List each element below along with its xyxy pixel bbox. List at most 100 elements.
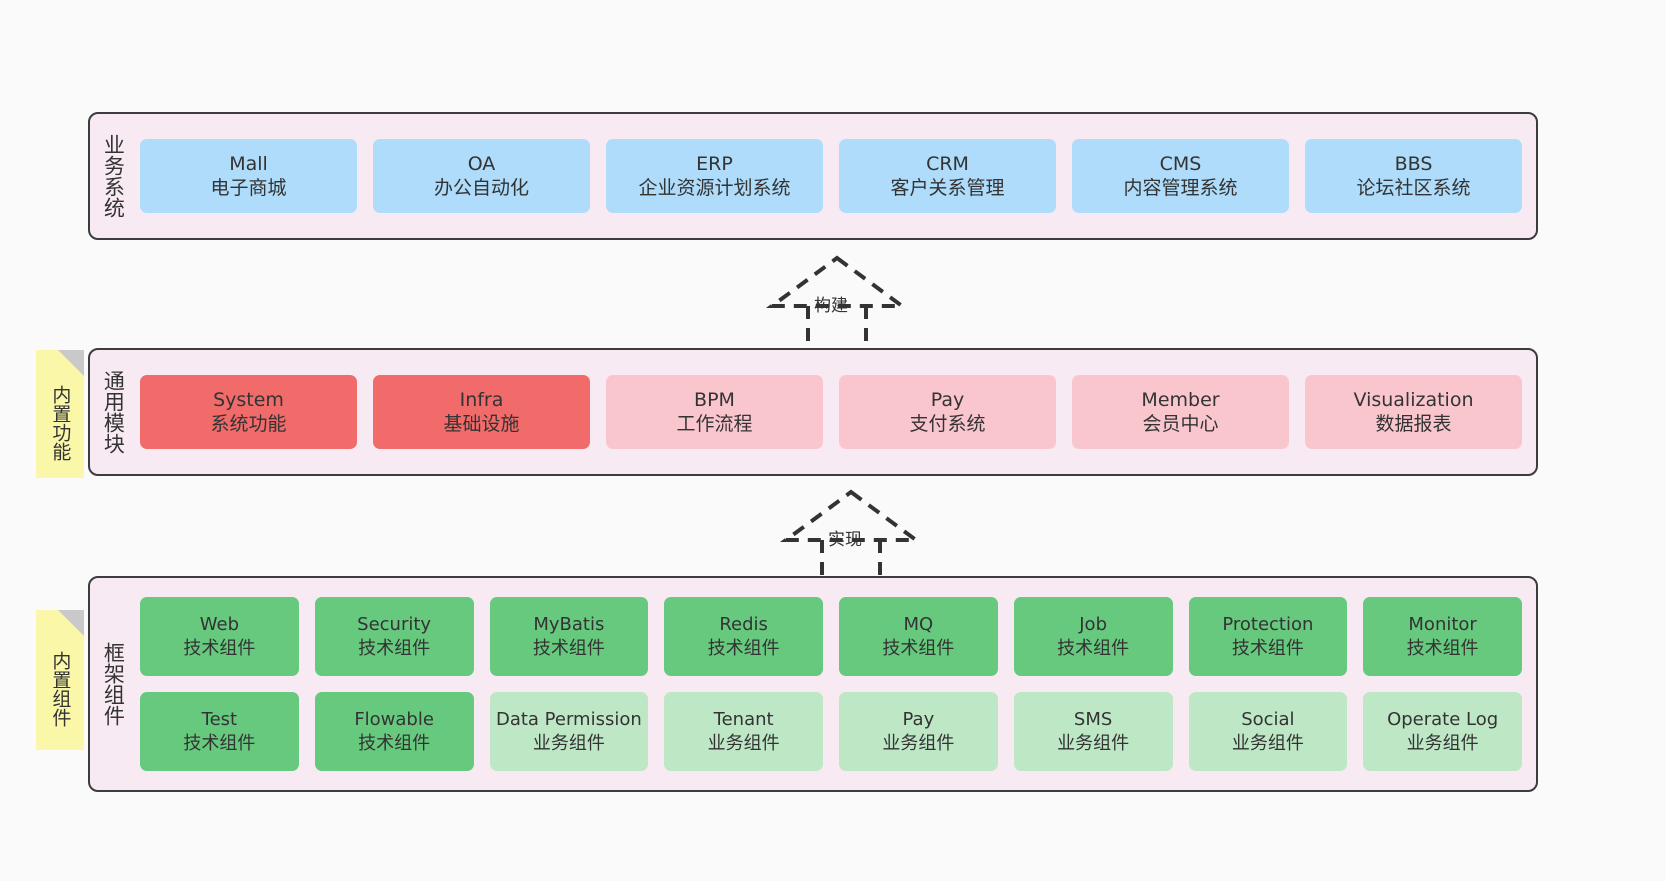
module-card-visualization[interactable]: Visualization 数据报表 <box>1305 375 1522 449</box>
framework-card-operate-log[interactable]: Operate Log 业务组件 <box>1363 692 1522 771</box>
layer-common-modules: 通用模块 System 系统功能 Infra 基础设施 BPM 工作流程 Pay… <box>88 348 1538 476</box>
connector-build-arrow <box>765 255 909 348</box>
framework-card-web[interactable]: Web 技术组件 <box>140 597 299 676</box>
framework-card-security[interactable]: Security 技术组件 <box>314 597 474 676</box>
framework-card-mq[interactable]: MQ 技术组件 <box>839 597 998 676</box>
module-card-infra[interactable]: Infra 基础设施 <box>373 375 590 449</box>
card-title: SMS <box>1073 709 1113 731</box>
card-subtitle: 技术组件 <box>707 637 780 659</box>
framework-card-sms[interactable]: SMS 业务组件 <box>1013 692 1173 771</box>
sticky-fold-icon <box>58 350 84 376</box>
business-card-oa[interactable]: OA 办公自动化 <box>373 139 590 213</box>
framework-card-job[interactable]: Job 技术组件 <box>1013 597 1173 676</box>
card-subtitle: 系统功能 <box>210 413 287 435</box>
card-title: Social <box>1241 709 1295 731</box>
card-subtitle: 会员中心 <box>1142 413 1219 435</box>
framework-card-monitor[interactable]: Monitor 技术组件 <box>1363 597 1522 676</box>
card-subtitle: 基础设施 <box>443 413 520 435</box>
module-card-system[interactable]: System 系统功能 <box>140 375 357 449</box>
card-title: Infra <box>459 388 504 411</box>
card-subtitle: 技术组件 <box>1057 637 1130 659</box>
card-title: Flowable <box>354 709 434 731</box>
card-subtitle: 业务组件 <box>1231 732 1304 754</box>
card-subtitle: 支付系统 <box>909 413 986 435</box>
framework-card-social[interactable]: Social 业务组件 <box>1188 692 1348 771</box>
framework-card-protection[interactable]: Protection 技术组件 <box>1188 597 1348 676</box>
connector-implement: 实现 <box>766 486 936 582</box>
sticky-note-builtin-components: 内置组件 <box>36 610 84 750</box>
framework-card-redis[interactable]: Redis 技术组件 <box>664 597 823 676</box>
card-title: Security <box>357 614 432 636</box>
card-title: CRM <box>926 152 969 175</box>
framework-row-business: Test 技术组件 Flowable 技术组件 Data Permission … <box>140 692 1522 771</box>
card-subtitle: 办公自动化 <box>433 177 529 199</box>
card-title: Data Permission <box>495 709 642 731</box>
layer-framework-components: 框架组件 Web 技术组件 Security 技术组件 MyBatis 技术组件… <box>88 576 1538 792</box>
card-subtitle: 技术组件 <box>532 637 605 659</box>
card-subtitle: 工作流程 <box>676 413 753 435</box>
card-subtitle: 业务组件 <box>707 732 780 754</box>
framework-card-tenant[interactable]: Tenant 业务组件 <box>664 692 823 771</box>
connector-build-label: 构建 <box>814 296 848 316</box>
layer-modules-body: System 系统功能 Infra 基础设施 BPM 工作流程 Pay 支付系统… <box>136 350 1536 474</box>
modules-row: System 系统功能 Infra 基础设施 BPM 工作流程 Pay 支付系统… <box>140 375 1522 449</box>
business-card-crm[interactable]: CRM 客户关系管理 <box>839 139 1056 213</box>
layer-business-title: 业务系统 <box>101 134 126 218</box>
card-subtitle: 技术组件 <box>882 637 955 659</box>
sticky-note-label: 内置组件 <box>49 651 72 727</box>
card-subtitle: 数据报表 <box>1375 413 1452 435</box>
layer-framework-body: Web 技术组件 Security 技术组件 MyBatis 技术组件 Redi… <box>136 578 1536 790</box>
card-title: System <box>213 388 284 411</box>
business-row: Mall 电子商城 OA 办公自动化 ERP 企业资源计划系统 CRM 客户关系… <box>140 139 1522 213</box>
module-card-member[interactable]: Member 会员中心 <box>1072 375 1289 449</box>
framework-card-data-permission[interactable]: Data Permission 业务组件 <box>489 692 649 771</box>
card-subtitle: 技术组件 <box>358 732 431 754</box>
framework-card-test[interactable]: Test 技术组件 <box>140 692 299 771</box>
sticky-note-label: 内置功能 <box>49 385 72 461</box>
business-card-cms[interactable]: CMS 内容管理系统 <box>1072 139 1289 213</box>
module-card-bpm[interactable]: BPM 工作流程 <box>606 375 823 449</box>
layer-business-body: Mall 电子商城 OA 办公自动化 ERP 企业资源计划系统 CRM 客户关系… <box>136 114 1536 238</box>
card-title: Redis <box>719 614 768 636</box>
card-title: ERP <box>696 152 733 175</box>
connector-implement-arrow <box>779 489 923 582</box>
sticky-note-builtin-features: 内置功能 <box>36 350 84 478</box>
card-subtitle: 业务组件 <box>1406 732 1479 754</box>
card-title: MQ <box>903 614 934 636</box>
card-title: Protection <box>1222 614 1314 636</box>
card-subtitle: 内容管理系统 <box>1123 177 1238 199</box>
card-subtitle: 技术组件 <box>358 637 431 659</box>
card-title: Mall <box>229 152 268 175</box>
card-title: BPM <box>694 388 735 411</box>
card-title: Visualization <box>1353 388 1474 411</box>
card-title: Operate Log <box>1387 709 1499 731</box>
card-subtitle: 论坛社区系统 <box>1356 177 1471 199</box>
card-subtitle: 客户关系管理 <box>890 177 1005 199</box>
business-card-mall[interactable]: Mall 电子商城 <box>140 139 357 213</box>
framework-card-pay[interactable]: Pay 业务组件 <box>839 692 998 771</box>
layer-modules-title: 通用模块 <box>101 370 126 454</box>
framework-card-mybatis[interactable]: MyBatis 技术组件 <box>489 597 649 676</box>
card-title: Pay <box>902 709 935 731</box>
module-card-pay[interactable]: Pay 支付系统 <box>839 375 1056 449</box>
layer-framework-title: 框架组件 <box>101 642 126 726</box>
card-subtitle: 技术组件 <box>183 637 256 659</box>
card-subtitle: 技术组件 <box>183 732 256 754</box>
card-title: OA <box>467 152 496 175</box>
card-subtitle: 业务组件 <box>532 732 605 754</box>
card-subtitle: 业务组件 <box>882 732 955 754</box>
card-title: Pay <box>930 388 965 411</box>
business-card-bbs[interactable]: BBS 论坛社区系统 <box>1305 139 1522 213</box>
framework-card-flowable[interactable]: Flowable 技术组件 <box>314 692 474 771</box>
card-subtitle: 业务组件 <box>1057 732 1130 754</box>
card-title: Member <box>1141 388 1220 411</box>
card-title: Job <box>1079 614 1107 636</box>
card-title: BBS <box>1394 152 1433 175</box>
card-title: Test <box>201 709 238 731</box>
business-card-erp[interactable]: ERP 企业资源计划系统 <box>606 139 823 213</box>
connector-build: 构建 <box>752 252 922 348</box>
card-subtitle: 电子商城 <box>210 177 287 199</box>
card-subtitle: 企业资源计划系统 <box>638 177 791 199</box>
card-subtitle: 技术组件 <box>1406 637 1479 659</box>
